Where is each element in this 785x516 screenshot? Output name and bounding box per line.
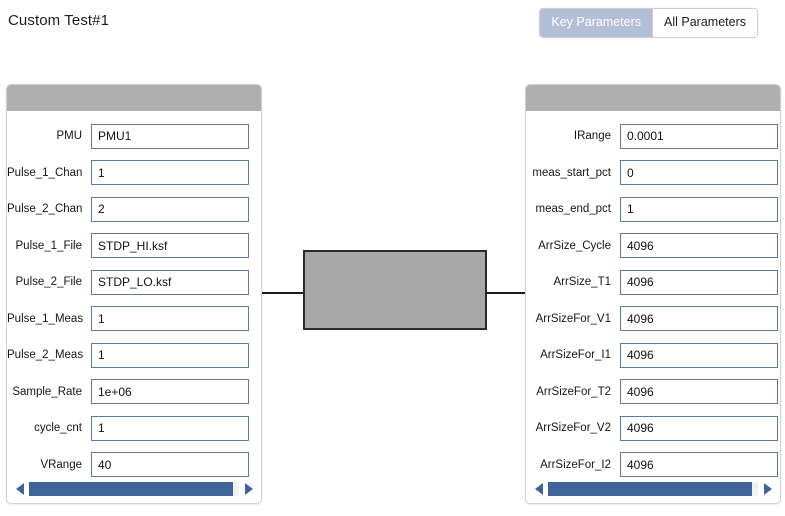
param-label-meas_end_pct: meas_end_pct	[535, 203, 611, 216]
param-label-arrsizefor_i2: ArrSizeFor_I2	[540, 458, 611, 471]
param-row: ArrSizeFor_I2	[526, 447, 780, 484]
param-input-pulse_2_chan[interactable]	[91, 196, 249, 222]
param-label-pulse_1_file: Pulse_1_File	[15, 239, 82, 252]
param-label-vrange: VRange	[40, 458, 82, 471]
param-input-pulse_1_chan[interactable]	[91, 160, 249, 186]
param-row: meas_start_pct	[526, 155, 780, 192]
param-input-pulse_2_file[interactable]	[91, 269, 249, 295]
param-row: Pulse_1_Meas	[7, 301, 261, 338]
right-panel-horizontal-scrollbar[interactable]	[532, 480, 774, 497]
param-row: Pulse_1_File	[7, 228, 261, 265]
left-panel-horizontal-scrollbar[interactable]	[13, 480, 255, 497]
param-row: Pulse_2_Chan	[7, 191, 261, 228]
param-row: ArrSize_T1	[526, 264, 780, 301]
scroll-right-arrow-icon[interactable]	[242, 480, 255, 497]
parameter-view-toggle[interactable]: Key Parameters All Parameters	[539, 8, 758, 38]
param-input-pulse_2_meas[interactable]	[91, 342, 249, 368]
param-input-cycle_cnt[interactable]	[91, 415, 249, 441]
param-row: meas_end_pct	[526, 191, 780, 228]
param-label-arrsizefor_i1: ArrSizeFor_I1	[540, 349, 611, 362]
param-label-arrsize_t1: ArrSize_T1	[553, 276, 611, 289]
terminal-lead-left-icon	[262, 292, 305, 294]
param-row: ArrSizeFor_T2	[526, 374, 780, 411]
param-row: ArrSizeFor_I1	[526, 337, 780, 374]
left-scroll-thumb[interactable]	[29, 481, 233, 496]
right-panel-header	[526, 85, 780, 112]
param-input-sample_rate[interactable]	[91, 379, 249, 405]
param-label-cycle_cnt: cycle_cnt	[34, 422, 82, 435]
page-title: Custom Test#1	[8, 12, 110, 29]
param-row: Pulse_2_Meas	[7, 337, 261, 374]
param-input-arrsizefor_t2[interactable]	[620, 379, 778, 405]
param-label-arrsizefor_v2: ArrSizeFor_V2	[535, 422, 611, 435]
scroll-right-arrow-icon[interactable]	[761, 480, 774, 497]
param-row: Pulse_2_File	[7, 264, 261, 301]
param-input-irange[interactable]	[620, 123, 778, 149]
param-input-arrsize_t1[interactable]	[620, 269, 778, 295]
param-row: Sample_Rate	[7, 374, 261, 411]
param-label-pulse_1_meas: Pulse_1_Meas	[7, 312, 84, 325]
terminal-lead-right-icon	[485, 292, 528, 294]
scroll-left-arrow-icon[interactable]	[532, 480, 545, 497]
right-scroll-track[interactable]	[548, 481, 758, 496]
param-input-pmu[interactable]	[91, 123, 249, 149]
param-label-pmu: PMU	[56, 130, 82, 143]
param-label-pulse_2_meas: Pulse_2_Meas	[7, 349, 84, 362]
param-label-arrsizefor_v1: ArrSizeFor_V1	[535, 312, 611, 325]
param-row: Pulse_1_Chan	[7, 155, 261, 192]
param-label-arrsizefor_t2: ArrSizeFor_T2	[536, 385, 611, 398]
toggle-separator	[652, 9, 654, 37]
left-parameter-panel: PMU Pulse_1_ChanPulse_2_ChanPulse_1_FileP…	[6, 84, 262, 504]
param-row: ArrSizeFor_V2	[526, 410, 780, 447]
param-label-sample_rate: Sample_Rate	[12, 385, 82, 398]
param-row: cycle_cnt	[7, 410, 261, 447]
param-row: PMU	[7, 118, 261, 155]
param-input-vrange[interactable]	[91, 452, 249, 478]
tab-all-parameters[interactable]: All Parameters	[653, 9, 757, 37]
param-label-pulse_1_chan: Pulse_1_Chan	[7, 166, 83, 179]
param-row: VRange	[7, 447, 261, 484]
param-input-meas_start_pct[interactable]	[620, 160, 778, 186]
right-panel-body: IRange meas_start_pct meas_end_pctArrSize_…	[526, 112, 780, 487]
param-input-pulse_1_file[interactable]	[91, 233, 249, 259]
param-row: ArrSizeFor_V1	[526, 301, 780, 338]
param-input-arrsize_cycle[interactable]	[620, 233, 778, 259]
param-label-pulse_2_file: Pulse_2_File	[15, 276, 82, 289]
param-input-meas_end_pct[interactable]	[620, 196, 778, 222]
param-label-meas_start_pct: meas_start_pct	[532, 166, 611, 179]
param-input-arrsizefor_i2[interactable]	[620, 452, 778, 478]
scroll-left-arrow-icon[interactable]	[13, 480, 26, 497]
device-diagram	[262, 240, 528, 350]
param-input-arrsizefor_v1[interactable]	[620, 306, 778, 332]
left-panel-header	[7, 85, 261, 112]
param-input-arrsizefor_i1[interactable]	[620, 342, 778, 368]
right-parameter-panel: IRange meas_start_pct meas_end_pctArrSize_…	[525, 84, 781, 504]
right-scroll-thumb[interactable]	[548, 481, 752, 496]
param-input-pulse_1_meas[interactable]	[91, 306, 249, 332]
param-input-arrsizefor_v2[interactable]	[620, 415, 778, 441]
param-label-arrsize_cycle: ArrSize_Cycle	[538, 239, 611, 252]
param-label-irange: IRange	[573, 130, 611, 143]
param-row: IRange	[526, 118, 780, 155]
tab-key-parameters[interactable]: Key Parameters	[540, 9, 653, 37]
param-label-pulse_2_chan: Pulse_2_Chan	[7, 203, 83, 216]
left-panel-body: PMU Pulse_1_ChanPulse_2_ChanPulse_1_FileP…	[7, 112, 261, 487]
device-under-test-box[interactable]	[303, 250, 487, 330]
param-row: ArrSize_Cycle	[526, 228, 780, 265]
left-scroll-track[interactable]	[29, 481, 239, 496]
